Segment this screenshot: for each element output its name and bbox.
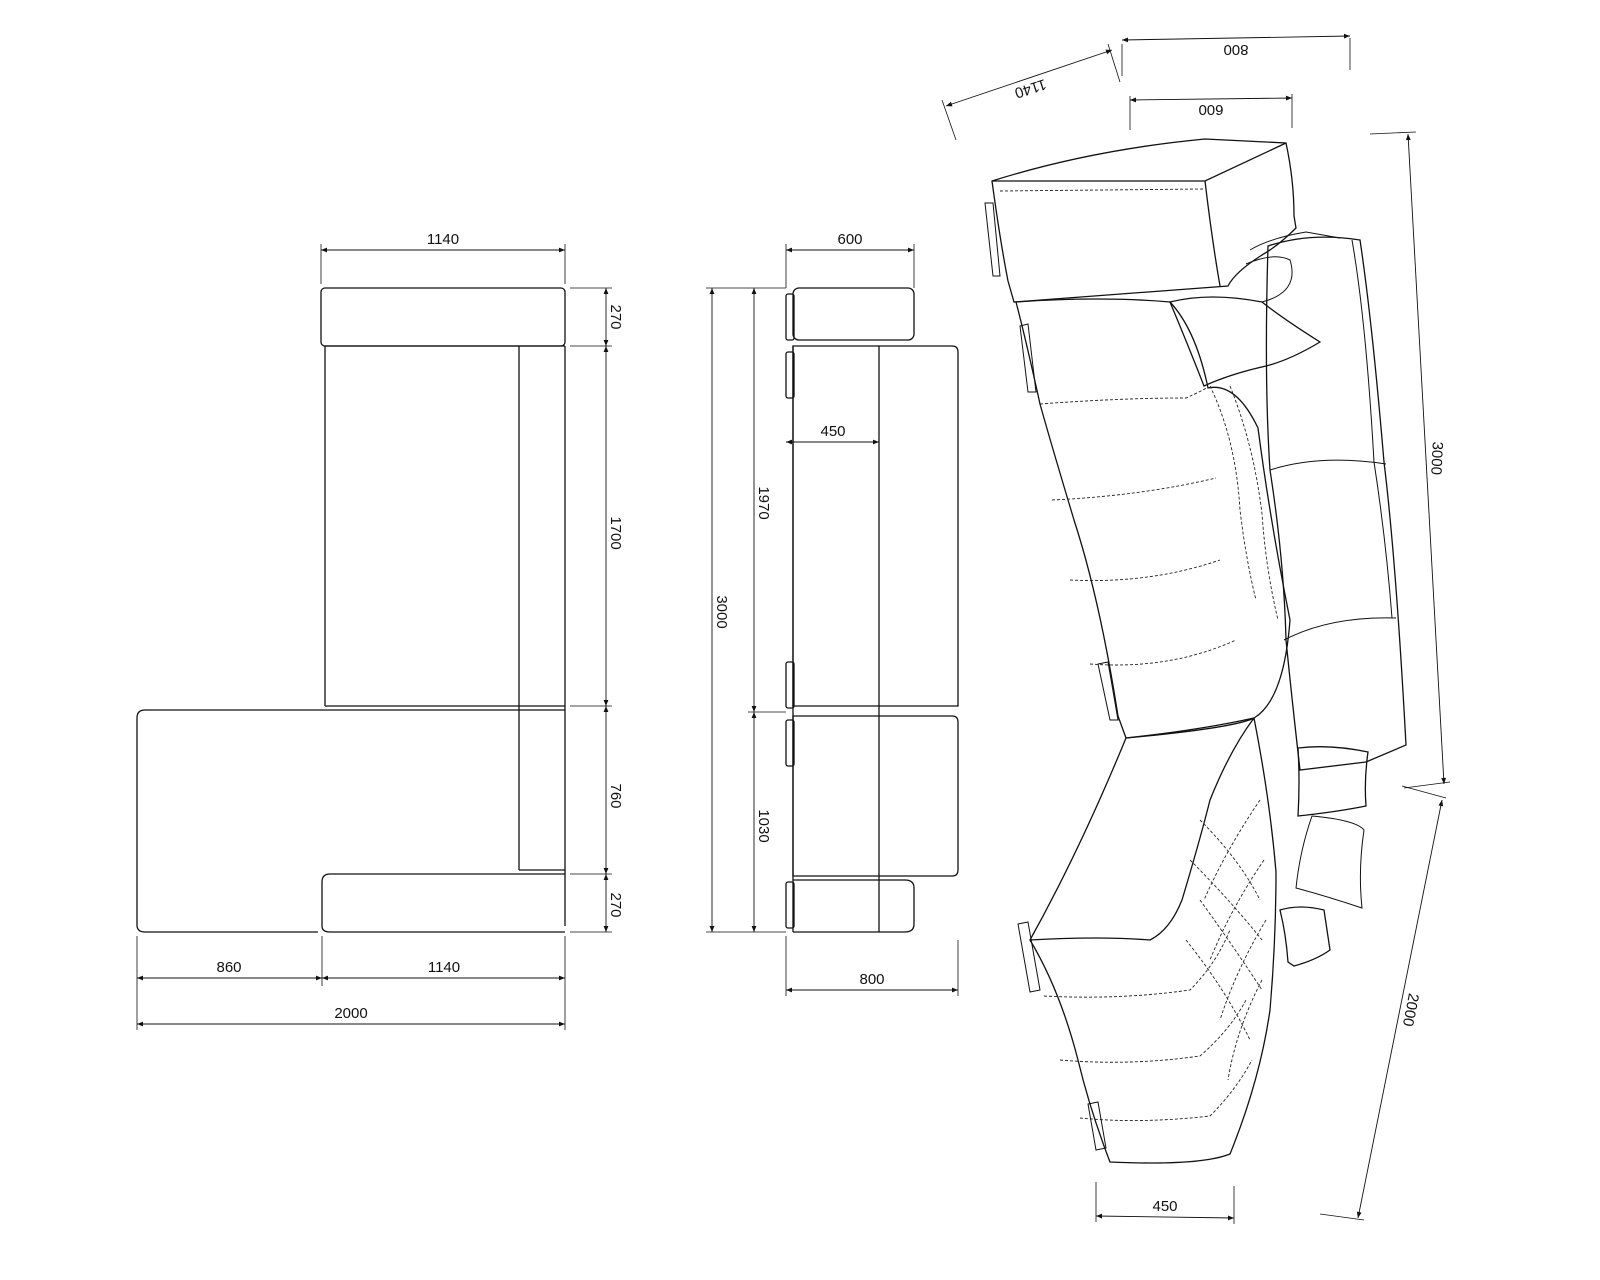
dim-total-depth: 800	[859, 971, 884, 988]
side-view: 600 450 3000 1970 1030 800	[706, 231, 959, 996]
dim-chaise-section: 760	[607, 783, 624, 808]
dim-upper-length: 1970	[755, 486, 772, 519]
dim-persp-foot: 450	[1152, 1198, 1177, 1215]
head-cushion	[792, 287, 915, 341]
persp-pillow-lower	[1297, 746, 1369, 817]
persp-backrest	[1265, 236, 1407, 771]
dim-persp-arm: 1140	[1012, 75, 1048, 101]
dim-back-section: 1700	[607, 516, 624, 549]
persp-seat-lower	[1029, 717, 1277, 1164]
top-armrest	[320, 287, 566, 347]
dim-persp-width-top: 800	[1223, 41, 1248, 58]
dim-persp-total: 3000	[1427, 441, 1446, 475]
perspective-view: 800 1140 600 3000 2000 450	[941, 33, 1451, 1224]
dim-chaise-extra: 860	[216, 959, 241, 976]
dim-persp-lower: 2000	[1399, 992, 1422, 1028]
foot-cushion	[793, 879, 915, 933]
dim-bottom-width: 1140	[428, 959, 460, 976]
persp-seat-upper	[1015, 298, 1291, 739]
chaise-section	[136, 709, 565, 933]
persp-pillow-upper	[1169, 296, 1322, 387]
dim-persp-head: 600	[1198, 101, 1223, 118]
dim-arm-bottom: 270	[607, 892, 624, 917]
side-body	[792, 345, 959, 707]
top-view: 1140 270 1700 760 270 860 1140 2000	[136, 231, 624, 1030]
dim-head-width: 600	[837, 231, 862, 248]
bottom-armrest	[321, 873, 565, 933]
dim-top-width: 1140	[427, 231, 459, 248]
dim-seat-depth: 450	[820, 423, 845, 440]
dim-arm-top: 270	[607, 304, 624, 329]
dim-total-length: 2000	[334, 1005, 367, 1022]
dim-lower-length: 1030	[755, 809, 772, 842]
back-section	[324, 346, 566, 926]
dim-side-total: 3000	[713, 595, 730, 628]
persp-head-cushion	[991, 138, 1297, 303]
